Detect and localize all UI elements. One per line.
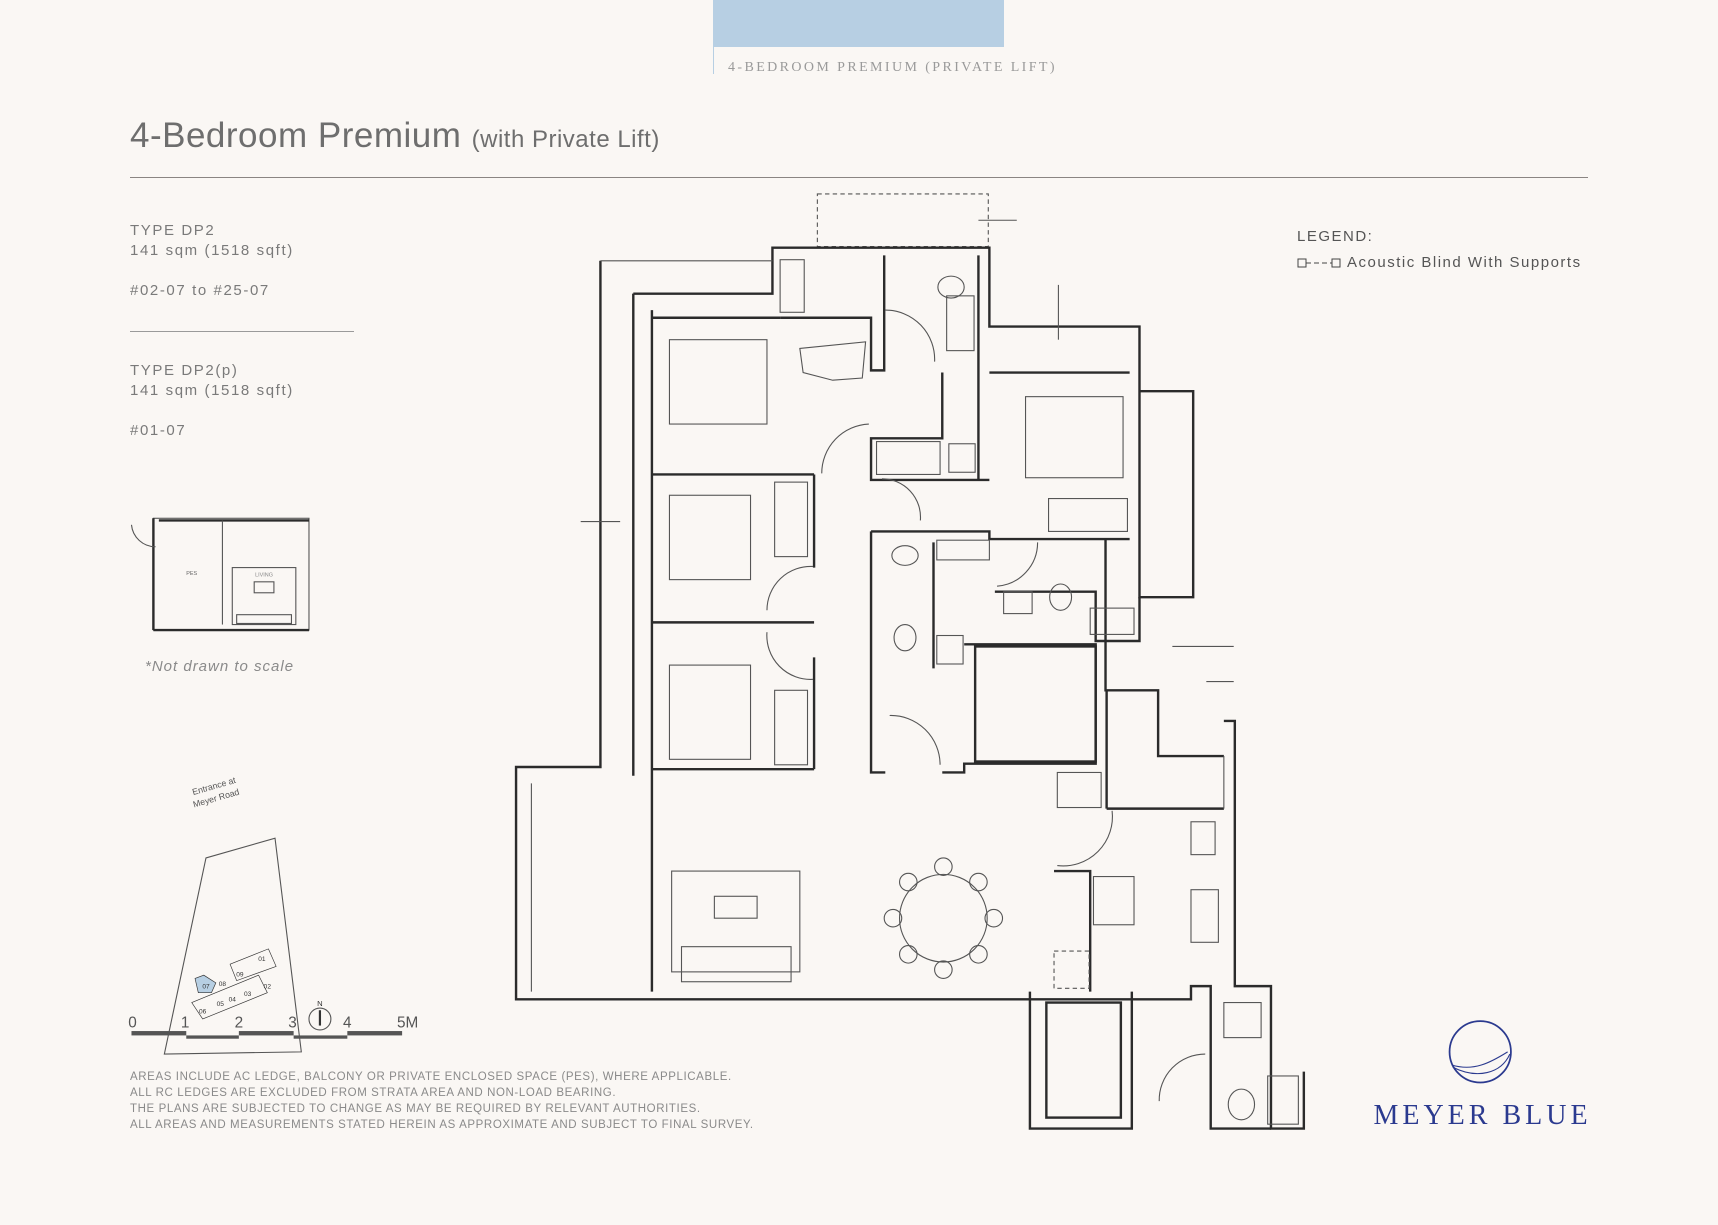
legend-item: Acoustic Blind With Supports — [1297, 250, 1582, 276]
not-to-scale-note: *Not drawn to scale — [145, 658, 295, 675]
footer-note: AREAS INCLUDE AC LEDGE, BALCONY OR PRIVA… — [130, 1071, 732, 1083]
unit-area: 141 sqm (1518 sqft) — [130, 242, 294, 259]
legend: LEGEND: Acoustic Blind With Supports — [1297, 224, 1582, 276]
unit-number: 09 — [236, 971, 244, 978]
unit-range: #01-07 — [130, 422, 187, 439]
private-lift — [973, 645, 1097, 763]
ac-ledge-outline — [816, 193, 989, 248]
header-tab-line — [713, 47, 714, 74]
brand-name: MEYER BLUE — [1373, 1100, 1592, 1131]
door-swing — [130, 524, 156, 548]
header-tab — [713, 0, 1004, 47]
north-compass-icon — [308, 1007, 332, 1031]
unit-number: 01 — [258, 956, 266, 963]
footer-note: ALL AREAS AND MEASUREMENTS STATED HEREIN… — [130, 1119, 754, 1131]
wardrobe — [875, 441, 941, 475]
unit-area: 141 sqm (1518 sqft) — [130, 382, 294, 399]
scale-tick: 4 — [343, 1015, 352, 1032]
unit-number: 04 — [229, 996, 237, 1003]
unit-number: 03 — [244, 991, 252, 998]
unit-type-dp2: TYPE DP2 141 sqm (1518 sqft) #02-07 to #… — [130, 221, 294, 301]
unit-type: TYPE DP2 — [130, 222, 216, 239]
unit-type: TYPE DP2(p) — [130, 362, 239, 379]
wardrobe — [1048, 498, 1128, 532]
title-suffix: (with Private Lift) — [471, 126, 660, 153]
tv-console — [671, 870, 801, 973]
inset-plan: PES LIVING — [130, 517, 310, 632]
bed — [668, 339, 768, 425]
bed — [1024, 396, 1124, 479]
acoustic-blind-icon — [1297, 258, 1341, 268]
unit-07-highlight — [194, 974, 217, 994]
inset-label-pes: PES — [186, 571, 197, 577]
page-title: 4-Bedroom Premium (with Private Lift) — [130, 116, 660, 156]
lift-core — [1045, 1001, 1123, 1119]
footer-notes: AREAS INCLUDE AC LEDGE, BALCONY OR PRIVA… — [130, 1069, 754, 1133]
unit-number: 07 — [202, 983, 210, 990]
scale-bar: 0 1 2 3 4 5M — [128, 1015, 418, 1039]
legend-title: LEGEND: — [1297, 228, 1374, 245]
unit-number: 08 — [219, 981, 227, 988]
scale-tick: 3 — [288, 1015, 297, 1032]
scale-tick: 5M — [397, 1015, 418, 1032]
title-main: 4-Bedroom Premium — [130, 116, 462, 155]
main-floor-plan — [514, 193, 1306, 1130]
door-swings — [766, 309, 1206, 1102]
footer-note: THE PLANS ARE SUBJECTED TO CHANGE AS MAY… — [130, 1103, 701, 1115]
outer-wall — [514, 260, 1132, 1001]
unit-number: 06 — [199, 1009, 207, 1016]
unit-number: 05 — [217, 1001, 225, 1008]
footer-note: ALL RC LEDGES ARE EXCLUDED FROM STRATA A… — [130, 1087, 617, 1099]
unit-range: #02-07 to #25-07 — [130, 282, 270, 299]
unit-number: 02 — [264, 983, 272, 990]
site-boundary — [163, 837, 302, 1055]
scale-tick: 2 — [235, 1015, 244, 1032]
unit-type-dp2p: TYPE DP2(p) 141 sqm (1518 sqft) #01-07 — [130, 361, 294, 441]
section-label: 4-BEDROOM PREMIUM (PRIVATE LIFT) — [728, 60, 1057, 75]
wardrobe — [774, 689, 809, 766]
key-plan: Entrance at Meyer Road 01 02 03 04 05 06… — [163, 775, 332, 1055]
meyer-blue-logo-icon — [1448, 1020, 1512, 1084]
hob — [1190, 889, 1219, 943]
divider — [130, 331, 354, 332]
wardrobe — [774, 481, 809, 558]
sofa — [680, 946, 792, 983]
inset-label-living: LIVING — [255, 572, 273, 578]
scale-tick: 1 — [181, 1015, 190, 1032]
divider — [130, 177, 1588, 178]
north-label: N — [317, 999, 323, 1008]
desk — [799, 341, 867, 381]
dining-chairs — [883, 857, 1004, 979]
scale-tick: 0 — [128, 1015, 137, 1032]
bed — [668, 494, 752, 581]
legend-label: Acoustic Blind With Supports — [1347, 254, 1582, 271]
bed — [668, 664, 752, 760]
dining-table — [898, 873, 988, 963]
